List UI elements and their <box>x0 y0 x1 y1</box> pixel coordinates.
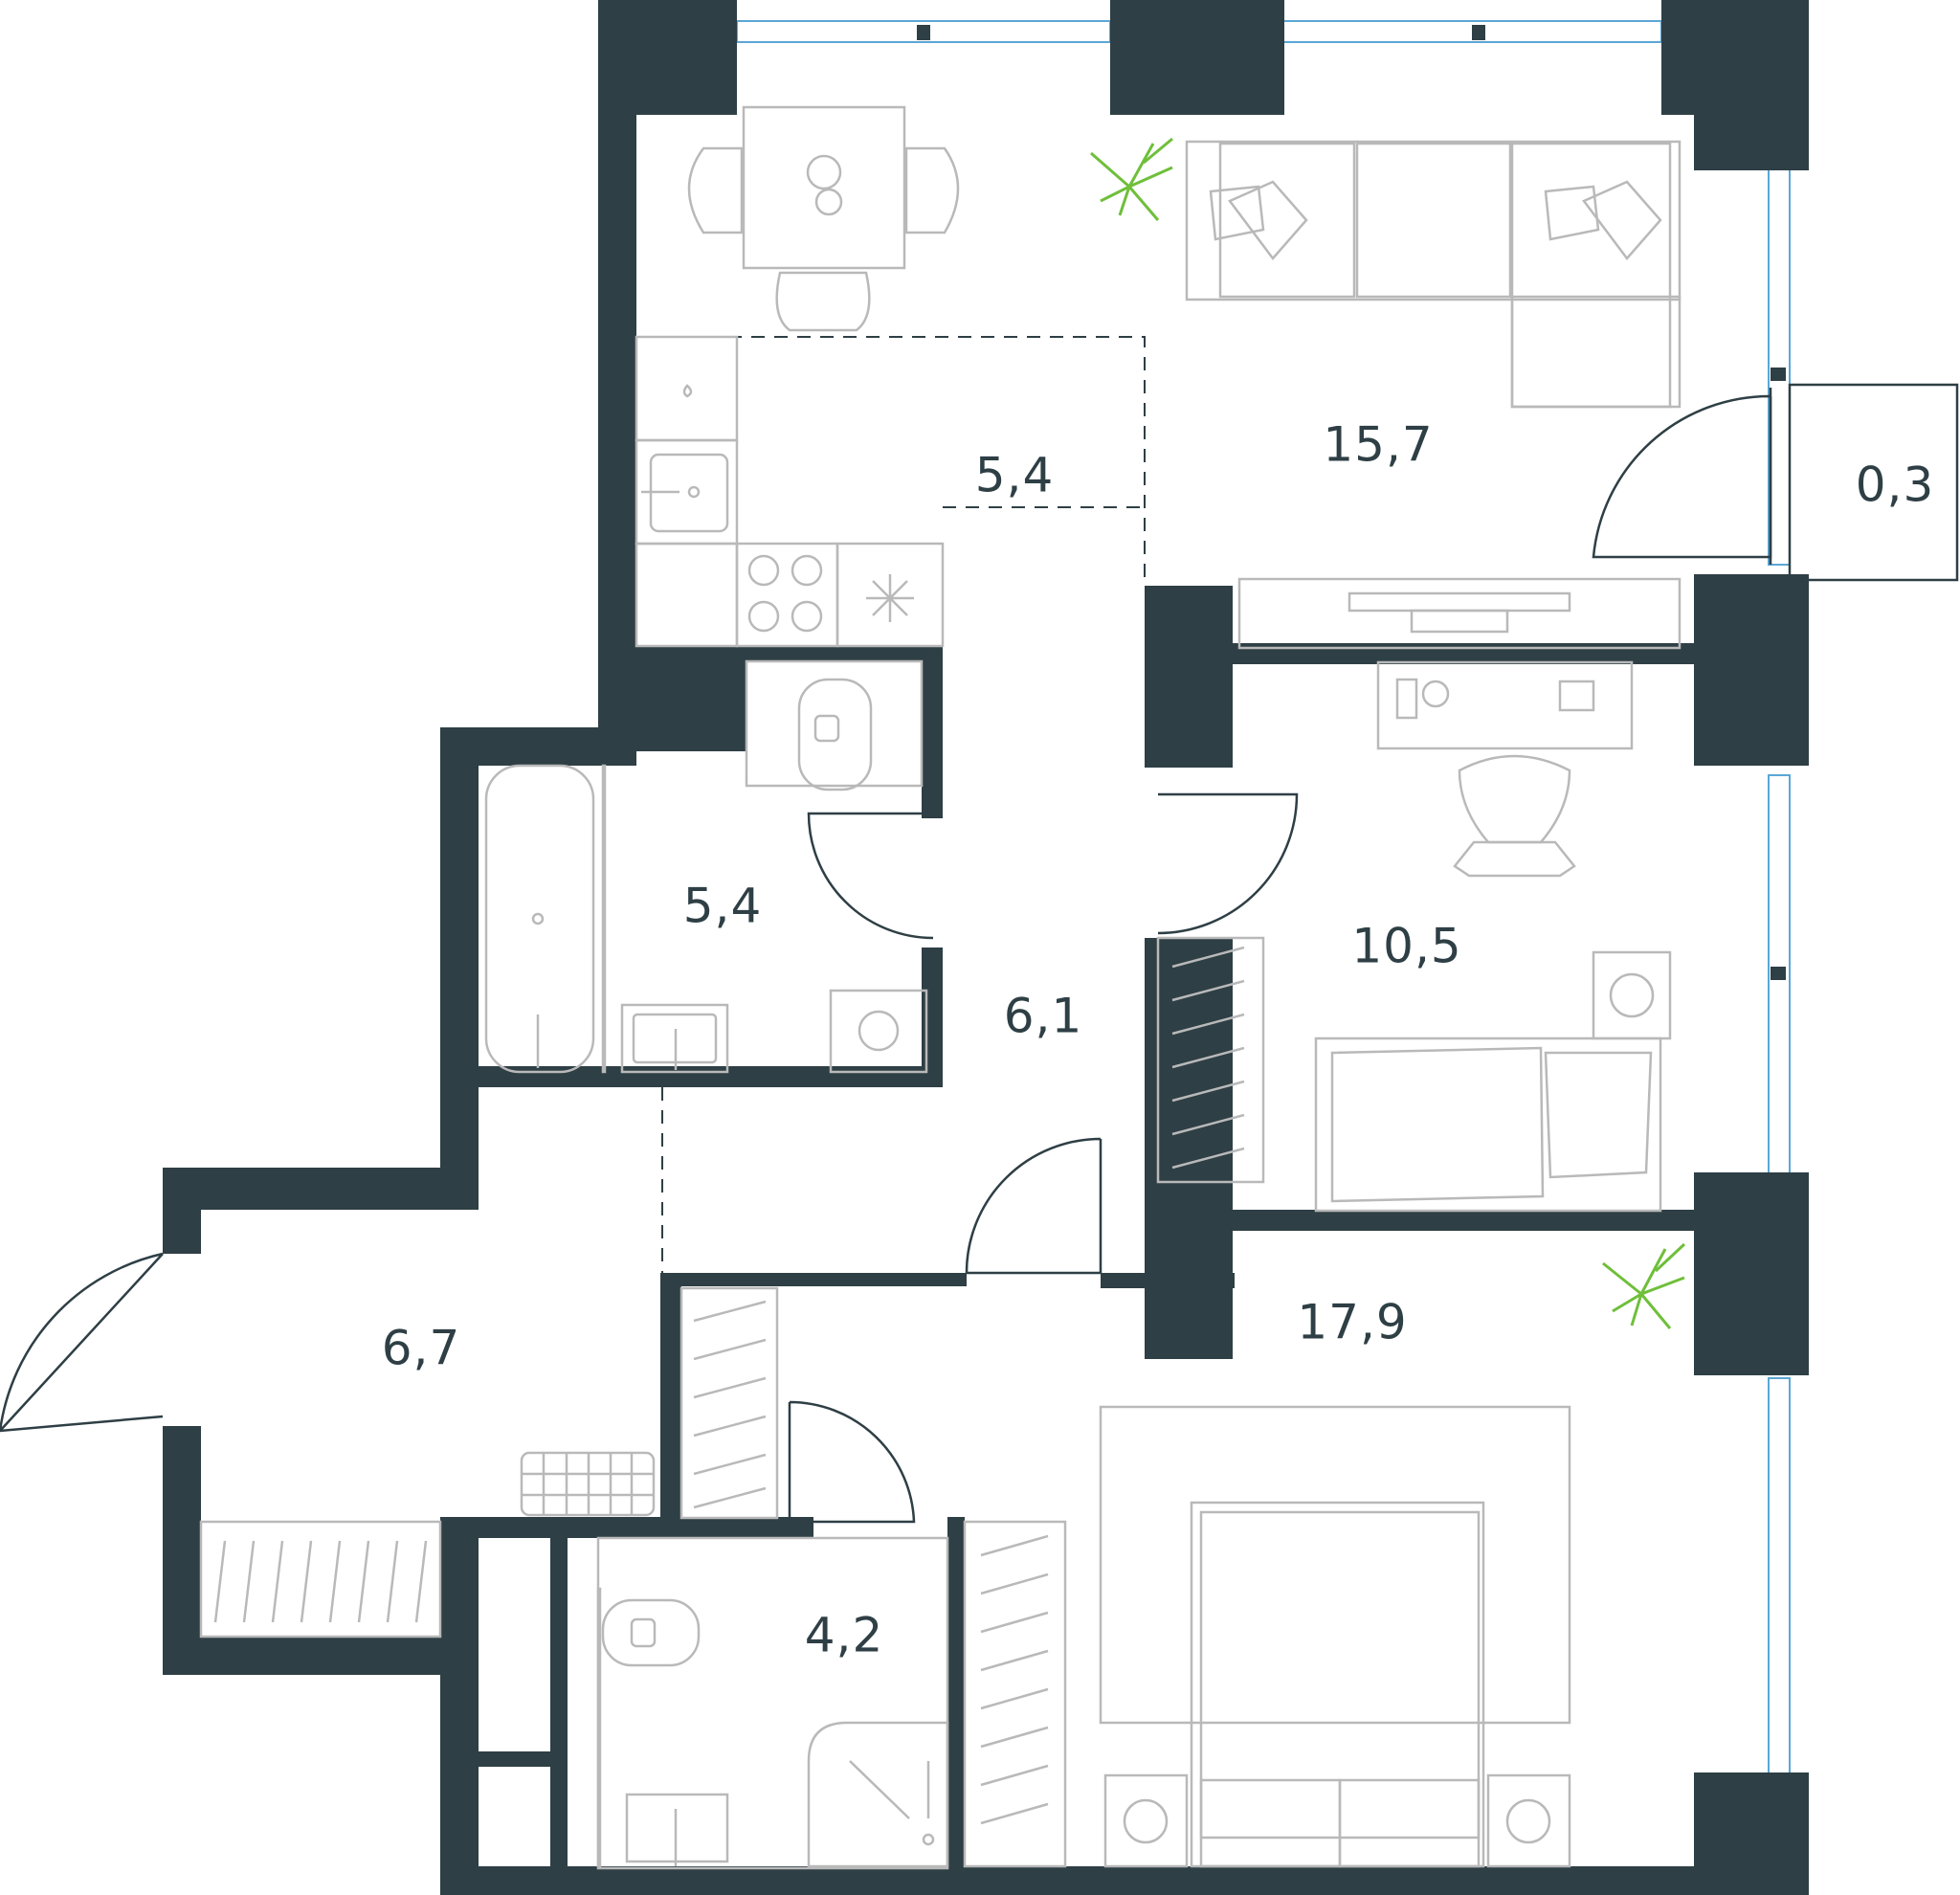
room-area-bedroom-small: 10,5 <box>1351 919 1461 974</box>
doors <box>0 388 1772 1524</box>
room-area-corridor: 6,1 <box>1004 989 1083 1044</box>
zone-lines <box>636 336 1146 1273</box>
plant-icon <box>1090 137 1686 1329</box>
room-labels: 15,7 5,4 0,3 5,4 6,1 10,5 6,7 17,9 4,2 <box>382 417 1935 1663</box>
room-area-living: 15,7 <box>1323 417 1433 473</box>
windows <box>736 20 1791 1781</box>
walls <box>163 0 1809 1895</box>
furniture <box>199 105 1959 1870</box>
room-area-balcony: 0,3 <box>1856 457 1935 513</box>
room-area-hallway: 6,7 <box>382 1321 461 1376</box>
room-area-bedroom-master: 17,9 <box>1297 1295 1407 1350</box>
room-area-wc: 4,2 <box>805 1608 884 1663</box>
room-area-kitchen: 5,4 <box>975 448 1055 503</box>
room-area-bathroom: 5,4 <box>683 879 763 934</box>
